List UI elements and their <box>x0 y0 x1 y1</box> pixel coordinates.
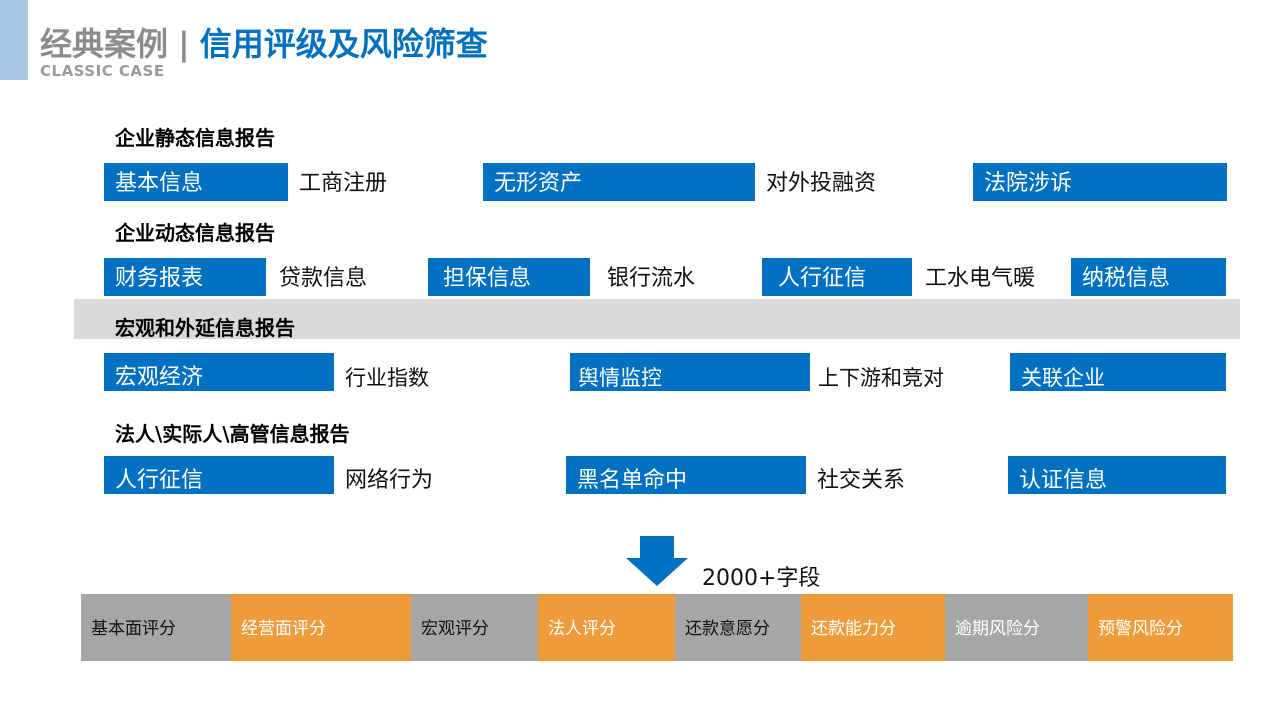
page-title: 经典案例|信用评级及风险筛查 <box>40 24 488 64</box>
item-tax-info: 纳税信息 <box>1071 258 1226 296</box>
item-online-behavior: 网络行为 <box>345 468 434 493</box>
score-operation: 经营面评分 <box>231 594 411 661</box>
section-title-static: 企业静态信息报告 <box>115 126 275 150</box>
item-bank-statement: 银行流水 <box>607 266 696 291</box>
item-pboc-credit: 人行征信 <box>762 258 912 296</box>
section-title-dynamic: 企业动态信息报告 <box>115 221 275 245</box>
score-repayment-capacity: 还款能力分 <box>801 594 945 661</box>
item-financial-statements: 财务报表 <box>104 258 266 296</box>
item-business-registration: 工商注册 <box>299 171 388 196</box>
score-warning-risk: 预警风险分 <box>1088 594 1233 661</box>
item-upstream-downstream: 上下游和竞对 <box>818 366 944 390</box>
item-verification-info: 认证信息 <box>1008 456 1226 494</box>
item-external-investment: 对外投融资 <box>766 171 877 196</box>
item-social-relations: 社交关系 <box>817 468 906 493</box>
title-topic: 信用评级及风险筛查 <box>199 25 488 63</box>
title-separator: | <box>178 25 190 63</box>
header-accent-bar <box>0 0 28 80</box>
item-loan-info: 贷款信息 <box>279 266 368 291</box>
score-fundamental: 基本面评分 <box>81 594 231 661</box>
section-title-legal-person: 法人\实际人\高管信息报告 <box>115 422 350 446</box>
item-intangible-assets: 无形资产 <box>483 163 755 201</box>
item-basic-info: 基本信息 <box>104 163 288 201</box>
item-blacklist-hit: 黑名单命中 <box>566 456 806 494</box>
section-title-macro: 宏观和外延信息报告 <box>115 316 295 340</box>
score-repayment-willingness: 还款意愿分 <box>675 594 801 661</box>
item-guarantee-info: 担保信息 <box>428 258 590 296</box>
item-industry-index: 行业指数 <box>345 366 429 390</box>
score-overdue-risk: 逾期风险分 <box>945 594 1088 661</box>
item-sentiment-monitoring: 舆情监控 <box>570 353 810 391</box>
item-litigation: 法院涉诉 <box>973 163 1227 201</box>
down-arrow-icon <box>626 536 688 586</box>
field-count-label: 2000+字段 <box>702 566 821 591</box>
section-highlight-band <box>74 299 1240 339</box>
item-pboc-credit-person: 人行征信 <box>104 456 334 494</box>
item-utilities: 工水电气暖 <box>925 266 1036 291</box>
score-macro: 宏观评分 <box>411 594 538 661</box>
item-macro-economy: 宏观经济 <box>104 353 334 391</box>
page-subtitle: CLASSIC CASE <box>40 62 165 80</box>
title-category: 经典案例 <box>40 25 169 63</box>
item-related-enterprises: 关联企业 <box>1010 353 1226 391</box>
score-legal-person: 法人评分 <box>538 594 675 661</box>
